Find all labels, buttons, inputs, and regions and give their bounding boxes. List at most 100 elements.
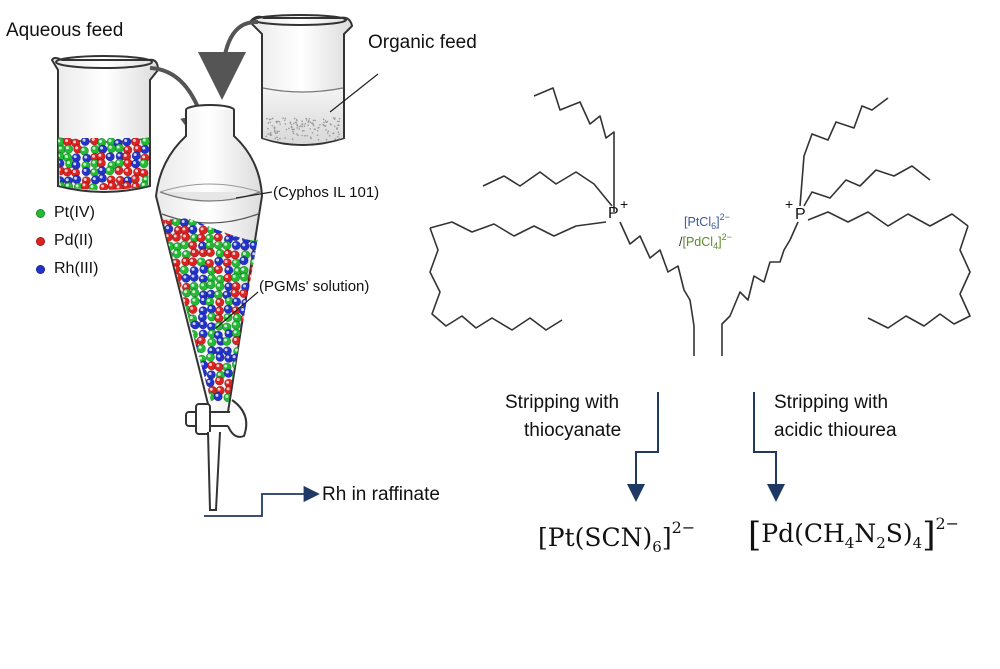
ion-highlight bbox=[156, 371, 159, 374]
ion-particle bbox=[215, 352, 225, 362]
ion-particle bbox=[162, 376, 172, 386]
organic-speck bbox=[298, 125, 301, 128]
ion-particle bbox=[81, 166, 91, 177]
ion-highlight bbox=[92, 160, 96, 164]
ion-particle bbox=[173, 354, 183, 364]
ion-highlight bbox=[201, 362, 205, 366]
ion-highlight bbox=[249, 394, 253, 398]
ion-particle bbox=[171, 368, 181, 378]
ion-particle bbox=[162, 386, 166, 396]
ion-particle bbox=[173, 384, 183, 394]
organic-speck bbox=[327, 130, 330, 132]
organic-speck bbox=[296, 127, 298, 129]
ion-particle bbox=[72, 174, 82, 185]
ion-highlight bbox=[183, 258, 187, 262]
ion-highlight bbox=[258, 364, 261, 367]
ion-highlight bbox=[132, 139, 136, 143]
ion-highlight bbox=[259, 267, 262, 270]
ion-particle bbox=[181, 362, 191, 372]
ion-highlight bbox=[108, 177, 112, 181]
ion-highlight bbox=[235, 348, 239, 352]
organic-speck bbox=[279, 137, 281, 140]
ion-highlight bbox=[241, 257, 245, 261]
ion-particle bbox=[240, 241, 250, 251]
ion-highlight bbox=[182, 354, 186, 358]
ion-particle bbox=[172, 322, 182, 332]
organic-speck bbox=[301, 125, 304, 128]
organic-speck bbox=[338, 137, 341, 140]
ion-particle bbox=[123, 158, 133, 168]
legend-pt-label: Pt(IV) bbox=[54, 204, 95, 221]
ion-highlight bbox=[82, 183, 86, 187]
ion-highlight bbox=[242, 395, 246, 399]
organic-speck bbox=[293, 117, 296, 120]
ion-particle bbox=[215, 297, 225, 308]
ion-highlight bbox=[164, 378, 168, 382]
organic-speck bbox=[308, 117, 311, 120]
ion-particle bbox=[173, 312, 183, 322]
ion-highlight bbox=[84, 155, 88, 159]
ion-particle bbox=[239, 255, 249, 266]
ion-highlight bbox=[259, 379, 262, 382]
ion-highlight bbox=[215, 266, 219, 270]
ion-highlight bbox=[190, 364, 194, 368]
ion-particle bbox=[256, 384, 259, 395]
ion-highlight bbox=[165, 252, 169, 256]
ion-particle bbox=[239, 288, 249, 299]
organic-speck bbox=[278, 130, 280, 133]
organic-speck bbox=[322, 123, 324, 126]
ion-particle bbox=[206, 370, 216, 380]
p-atom-right: P bbox=[795, 206, 806, 223]
ion-particle bbox=[240, 393, 251, 403]
ion-highlight bbox=[258, 393, 259, 397]
organic-speck bbox=[309, 121, 312, 124]
ion-highlight bbox=[242, 371, 246, 375]
ion-highlight bbox=[226, 283, 230, 287]
ion-highlight bbox=[107, 168, 111, 172]
ion-highlight bbox=[258, 251, 261, 254]
ion-particle bbox=[256, 368, 259, 378]
ion-highlight bbox=[234, 315, 238, 319]
ion-particle bbox=[162, 289, 164, 300]
ion-highlight bbox=[190, 259, 194, 263]
ion-highlight bbox=[251, 259, 255, 263]
ion-particle bbox=[255, 256, 259, 266]
ion-highlight bbox=[157, 354, 160, 357]
ion-highlight bbox=[174, 243, 178, 247]
ion-highlight bbox=[233, 337, 237, 341]
organic-speck bbox=[294, 121, 297, 124]
ion-highlight bbox=[123, 153, 127, 157]
ion-particle bbox=[256, 233, 259, 243]
ion-highlight bbox=[189, 316, 193, 320]
organic-speck bbox=[301, 123, 303, 126]
ion-highlight bbox=[116, 167, 120, 171]
ion-highlight bbox=[250, 284, 254, 288]
ion-highlight bbox=[99, 168, 103, 172]
ion-particle bbox=[173, 393, 183, 403]
organic-speck bbox=[336, 136, 339, 138]
ion-highlight bbox=[165, 347, 169, 351]
ion-particle bbox=[162, 368, 164, 379]
ion-highlight bbox=[257, 330, 259, 334]
ion-highlight bbox=[243, 363, 247, 367]
ion-highlight bbox=[232, 355, 236, 359]
ion-highlight bbox=[125, 147, 129, 151]
ion-highlight bbox=[100, 146, 104, 150]
ion-highlight bbox=[181, 388, 185, 392]
ion-highlight bbox=[249, 339, 253, 343]
ion-highlight bbox=[217, 387, 221, 391]
organic-speck bbox=[309, 128, 312, 130]
ion-highlight bbox=[232, 274, 236, 278]
ion-highlight bbox=[174, 251, 178, 255]
organic-speck bbox=[325, 138, 328, 141]
ion-highlight bbox=[165, 372, 169, 376]
ion-highlight bbox=[225, 236, 229, 240]
ion-particle bbox=[207, 337, 217, 348]
ion-highlight bbox=[242, 337, 246, 341]
ion-highlight bbox=[135, 146, 139, 150]
organic-speck bbox=[314, 119, 316, 122]
ion-highlight bbox=[189, 387, 193, 391]
ion-particle bbox=[249, 264, 259, 275]
organic-speck bbox=[271, 124, 274, 127]
